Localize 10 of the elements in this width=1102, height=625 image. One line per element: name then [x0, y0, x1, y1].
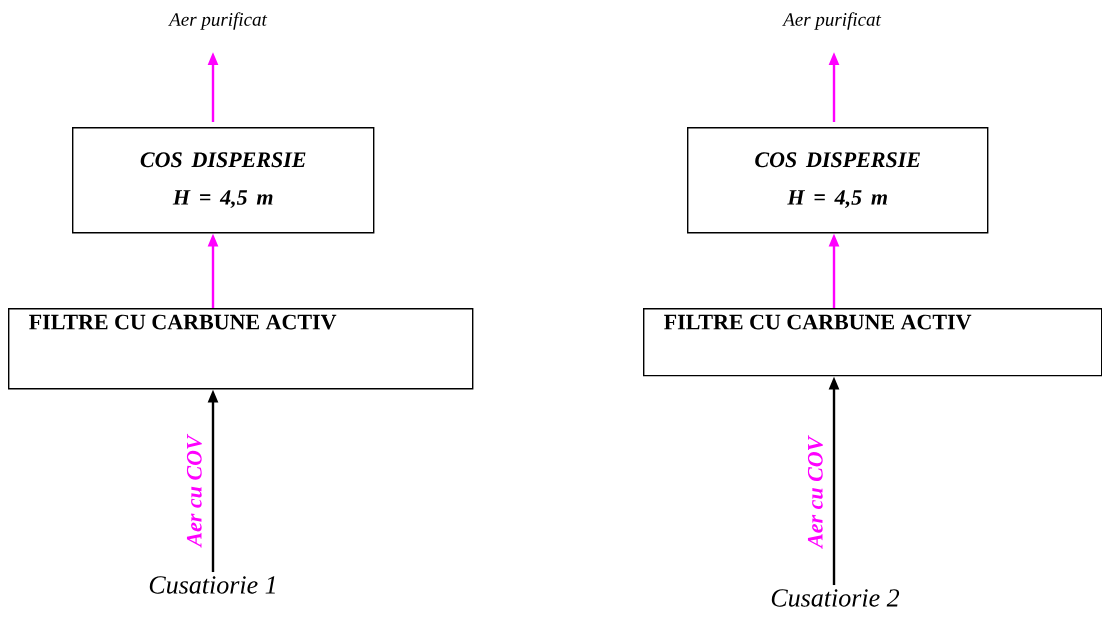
edge-label: Aer cu COV — [807, 435, 823, 549]
process-box: FILTRE CU CARBUNE ACTIV — [8, 308, 474, 390]
process-box: FILTRE CU CARBUNE ACTIV — [643, 308, 1102, 377]
process-box: COS DISPERSIE H = 4,5 m — [72, 127, 375, 234]
edge-label: Aer cu COV — [186, 433, 202, 548]
outlet-label: Aer purificat — [782, 12, 882, 30]
source-label: Cusatiorie 2 — [771, 589, 900, 607]
outlet-label: Aer purificat — [168, 12, 268, 30]
source-label: Cusatiorie 1 — [149, 576, 275, 594]
process-box: COS DISPERSIE H = 4,5 m — [687, 127, 989, 234]
